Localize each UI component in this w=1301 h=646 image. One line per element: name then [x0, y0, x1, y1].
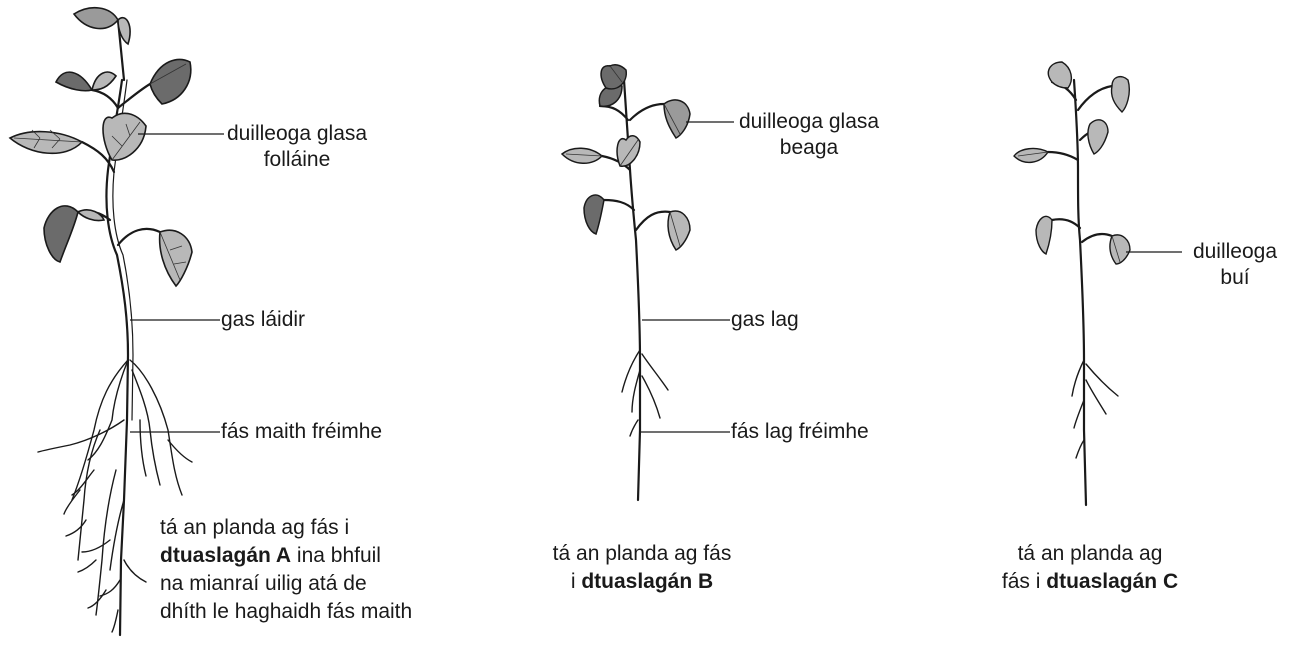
plant-b-caption-bold: dtuaslagán B [581, 570, 713, 593]
plant-c-leaf [1048, 62, 1071, 88]
plant-c-leaf [1088, 120, 1108, 154]
plant-b-caption-prefix: i [571, 570, 582, 593]
plant-c-leaf [1036, 216, 1052, 254]
plant-c-leaf [1111, 77, 1129, 112]
plant-a-leaf [103, 113, 146, 160]
plant-b-leaves-line1: duilleoga glasa [734, 109, 884, 135]
plant-a-stem-label: gas láidir [221, 307, 305, 333]
plant-a-leaf [44, 206, 104, 262]
plant-b-leaves-label: duilleoga glasa beaga [734, 109, 884, 161]
plant-c-roots [1072, 360, 1118, 458]
plant-b-stem-label: gas lag [731, 307, 799, 333]
plant-b-caption-line1: tá an planda ag fás [522, 540, 762, 568]
plant-a-caption-line1: tá an planda ag fás i [160, 514, 412, 542]
plant-b [562, 65, 690, 500]
plant-c-caption-line1: tá an planda ag [960, 540, 1220, 568]
plant-c-leaf [1110, 235, 1130, 264]
plant-c-stem [1074, 80, 1086, 505]
plant-a-caption-line2-rest: ina bhfuil [291, 544, 381, 567]
plant-b-leaf [562, 148, 602, 163]
plant-c-caption-prefix: fás i [1002, 570, 1046, 593]
plant-a-caption-line4: dhíth le haghaidh fás maith [160, 598, 412, 626]
plant-b-leaf [668, 211, 690, 250]
plant-a-leaf [56, 72, 116, 91]
plant-a-leaf [10, 130, 82, 153]
plant-c-leaves-line1: duilleoga [1180, 239, 1290, 265]
plant-b-roots-label: fás lag fréimhe [731, 419, 869, 445]
plant-b-leaf [584, 195, 604, 234]
plant-a-leaf [160, 230, 192, 286]
plant-c-caption-bold: dtuaslagán C [1046, 570, 1178, 593]
plant-b-leaves-line2: beaga [734, 135, 884, 161]
plant-a-leaves-line1: duilleoga glasa [222, 121, 372, 147]
plant-a-caption-line3: na mianraí uilig atá de [160, 570, 412, 598]
plant-c-caption-line2: fás i dtuaslagán C [960, 568, 1220, 596]
plant-a-leaf [74, 8, 130, 44]
plant-b-leaf [664, 100, 690, 138]
plant-b-leaf [599, 65, 626, 107]
plant-a-caption: tá an planda ag fás i dtuaslagán A ina b… [160, 514, 412, 626]
plant-a-leaf [150, 60, 191, 104]
plant-b-leaf [617, 136, 640, 166]
plant-c-leaf [1014, 149, 1048, 163]
plant-c-leaves-label: duilleoga buí [1180, 239, 1290, 291]
plant-a-leaves-label: duilleoga glasa folláine [222, 121, 372, 173]
plant-a-leaves-line2: folláine [222, 147, 372, 173]
plant-c-caption: tá an planda ag fás i dtuaslagán C [960, 540, 1220, 596]
plant-b-roots [622, 350, 668, 436]
plant-a-roots-label: fás maith fréimhe [221, 419, 382, 445]
plant-a-caption-line2: dtuaslagán A ina bhfuil [160, 542, 412, 570]
plant-a-caption-bold: dtuaslagán A [160, 544, 291, 567]
plant-c-leaves-line2: buí [1180, 265, 1290, 291]
plant-c [1014, 62, 1130, 505]
plant-b-caption: tá an planda ag fás i dtuaslagán B [522, 540, 762, 596]
plant-b-caption-line2: i dtuaslagán B [522, 568, 762, 596]
